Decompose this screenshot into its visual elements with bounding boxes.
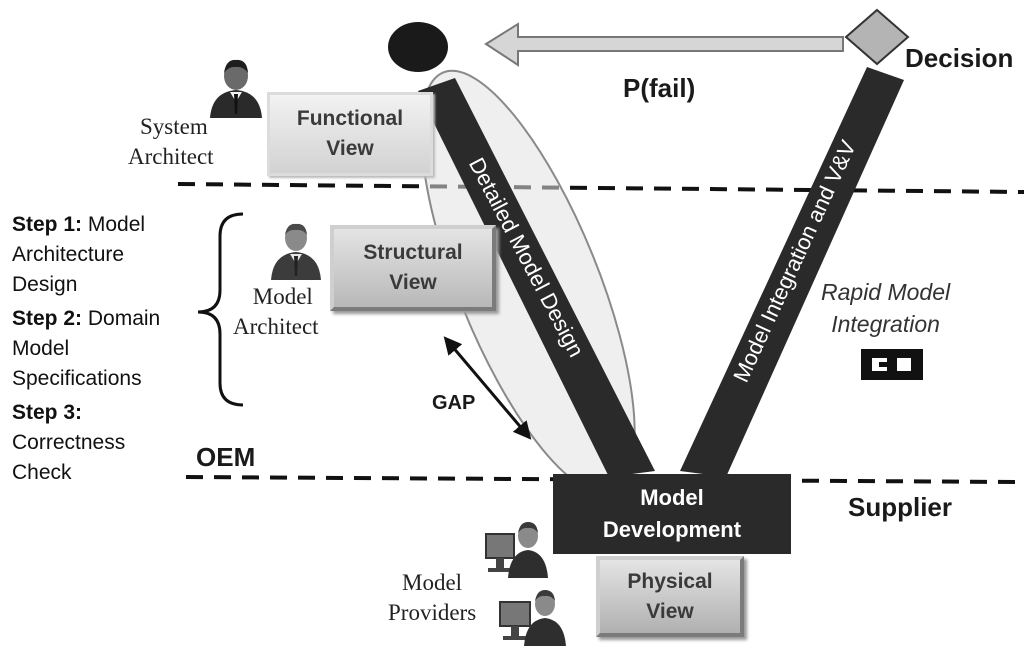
decision-diamond <box>844 8 910 66</box>
pfail-arrow <box>484 22 844 67</box>
pfail-label: P(fail) <box>623 73 696 103</box>
structural-view-box: Structural View <box>330 225 496 311</box>
model-architect-icon <box>271 223 321 280</box>
model-provider-icon <box>485 522 548 578</box>
end-state-ellipse <box>388 22 448 72</box>
system-architect-icon <box>210 59 262 118</box>
oem-label: OEM <box>196 442 256 472</box>
steps-list: Step 1: Model Architecture Design Step 2… <box>12 210 212 488</box>
supplier-label: Supplier <box>848 492 953 522</box>
separator-top <box>177 182 1025 194</box>
system-architect-label: System Architect <box>128 114 214 169</box>
gap-label: GAP <box>432 392 476 414</box>
detailed-design-band <box>418 78 655 477</box>
step-item: Step 3: Correctness Check <box>12 401 126 484</box>
decision-label: Decision <box>905 43 1014 73</box>
model-providers-label: Model Providers <box>388 570 477 625</box>
rapid-integration-label: Rapid Model Integration <box>821 279 951 337</box>
functional-view-box: Functional View <box>267 92 433 176</box>
connector-icon <box>861 349 923 380</box>
step-item: Step 2: Domain Model Specifications <box>12 307 161 390</box>
step-item: Step 1: Model Architecture Design <box>12 213 146 296</box>
model-architect-label: Model Architect <box>233 284 319 339</box>
model-provider-icon <box>499 590 566 646</box>
integration-label: Model Integration and V&V <box>728 136 861 386</box>
gap-arrow <box>443 336 532 440</box>
steps-brace <box>197 212 244 407</box>
integration-band <box>680 67 904 477</box>
physical-view-box: Physical View <box>596 556 744 637</box>
model-development-box: Model Development <box>553 474 791 554</box>
